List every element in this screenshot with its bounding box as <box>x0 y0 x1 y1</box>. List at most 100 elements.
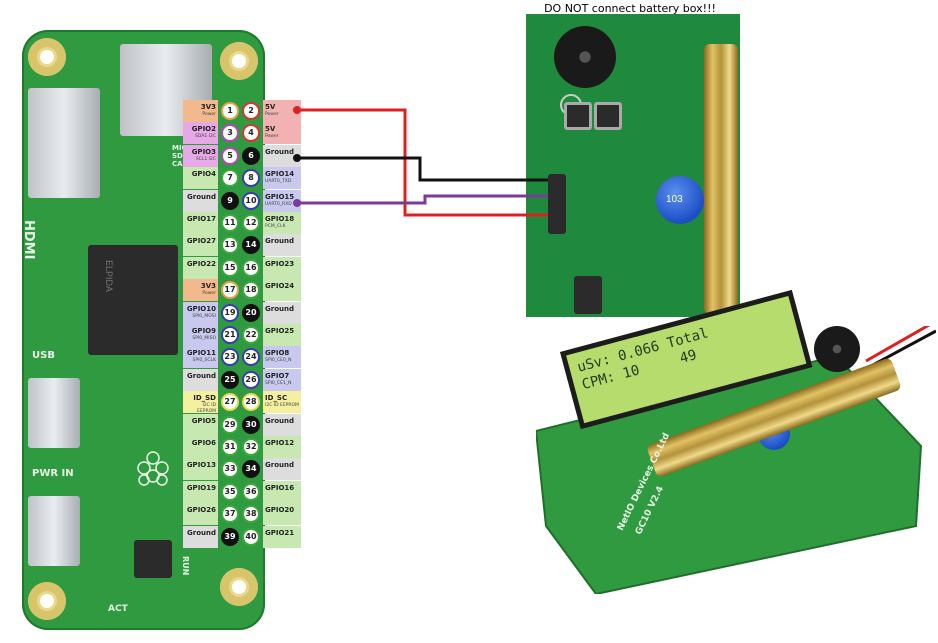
gpio-label-text: Ground <box>187 371 216 380</box>
gpio-pin: 11 <box>221 214 239 232</box>
gpio-pin: 9 <box>221 191 239 210</box>
gpio-label-sub: I2C ID EEPROM <box>265 403 299 409</box>
gpio-label-left: GPIO13 <box>183 458 218 481</box>
power-connector <box>28 496 80 566</box>
gpio-label-text: Ground <box>265 237 294 246</box>
mount-hole-top-left <box>28 38 66 76</box>
gpio-pin: 29 <box>221 415 239 434</box>
gpio-pin: 25 <box>221 370 239 389</box>
gpio-label-text: GPIO27 <box>186 237 216 246</box>
gpio-label-sub: SPI0_CE1_N <box>265 380 292 386</box>
gpio-label-right: GPIO24 <box>263 279 301 302</box>
gpio-pin: 32 <box>242 438 260 456</box>
gpio-pin: 35 <box>221 482 239 501</box>
soc-chip <box>88 245 178 355</box>
gpio-label-text: GPIO4 <box>191 170 216 179</box>
gpio-pin: 23 <box>221 348 239 367</box>
gpio-label-text: Ground <box>265 147 294 156</box>
black-wire <box>297 156 548 182</box>
gpio-label-text: GPIO8 <box>265 349 290 358</box>
gpio-pin: 33 <box>221 460 239 479</box>
gpio-label-text: GPIO15 <box>265 192 295 201</box>
gpio-label-text: GPIO10 <box>186 304 216 313</box>
gpio-label-text: ID_SC <box>265 394 288 403</box>
gpio-pin: 7 <box>221 169 239 188</box>
gpio-pin: 27 <box>221 393 239 412</box>
gpio-label-sub: SPI0_MISO <box>192 336 216 341</box>
gpio-label-sub: SDA1 I2C <box>195 134 216 140</box>
purple-wire <box>297 194 548 205</box>
gpio-label-text: GPIO13 <box>186 461 216 470</box>
gpio-pin: 34 <box>242 460 260 479</box>
detector-board-top-photo: 103 <box>526 14 740 317</box>
gpio-label-sub: PCM_CLK <box>265 224 286 229</box>
gpio-label-text: GPIO9 <box>191 327 216 335</box>
gpio-pin: 39 <box>221 527 239 546</box>
gpio-pin: 19 <box>221 303 239 322</box>
gpio-label-right: Ground <box>263 144 301 167</box>
red-wire-dot <box>293 106 301 114</box>
gpio-label-text: GPIO23 <box>265 259 295 268</box>
gpio-label-text: ID_SD <box>193 394 216 403</box>
gpio-label-right: GPIO20 <box>263 503 301 526</box>
gpio-pin: 40 <box>242 527 260 546</box>
gpio-pin: 8 <box>242 169 260 188</box>
gpio-label-text: 3V3 <box>200 103 216 111</box>
gpio-label-text: 3V3 <box>200 282 216 291</box>
gpio-pin: 14 <box>242 236 260 255</box>
gpio-label-right: Ground <box>263 458 301 481</box>
gpio-label-text: GPIO2 <box>191 125 216 134</box>
gpio-pin: 2 <box>242 102 260 120</box>
gpio-pin: 21 <box>221 326 239 344</box>
mount-hole-bottom-left <box>28 582 66 620</box>
gpio-pin: 15 <box>221 258 239 277</box>
mount-hole-bottom-right <box>220 568 258 606</box>
gpio-label-sub: UART0_TXD <box>265 179 292 185</box>
gpio-pin: 24 <box>242 348 260 367</box>
gpio-label-left: GPIO6 <box>183 436 218 458</box>
gpio-label-text: GPIO26 <box>186 506 216 515</box>
gpio-pin: 26 <box>242 370 260 389</box>
gpio-pin: 18 <box>242 281 260 300</box>
gpio-label-right: GPIO16 <box>263 480 301 503</box>
gpio-label-text: GPIO25 <box>265 327 295 335</box>
gpio-label-text: Ground <box>265 461 294 470</box>
gpio-label-text: GPIO18 <box>265 215 295 223</box>
gpio-pin: 13 <box>221 236 239 255</box>
gpio-label-text: GPIO6 <box>191 439 216 447</box>
gpio-label-text: GPIO5 <box>191 416 216 425</box>
gpio-pin: 12 <box>242 214 260 232</box>
gpio-label-right: GPIO21 <box>263 525 301 548</box>
gpio-label-right: Ground <box>263 413 301 436</box>
detector-assembled-photo: NetIO Devices Co.Ltd GC10 V2.4 <box>536 326 936 594</box>
gpio-label-left: GPIO19 <box>183 480 218 503</box>
gpio-label-right: Ground <box>263 301 301 324</box>
gpio-label-text: GPIO17 <box>186 215 216 223</box>
gpio-pin: 20 <box>242 303 260 322</box>
gpio-label-left: GPIO27 <box>183 234 218 257</box>
gpio-label-text: GPIO20 <box>265 506 295 515</box>
capacitor-label: 103 <box>666 194 683 205</box>
red-wire <box>297 108 548 217</box>
